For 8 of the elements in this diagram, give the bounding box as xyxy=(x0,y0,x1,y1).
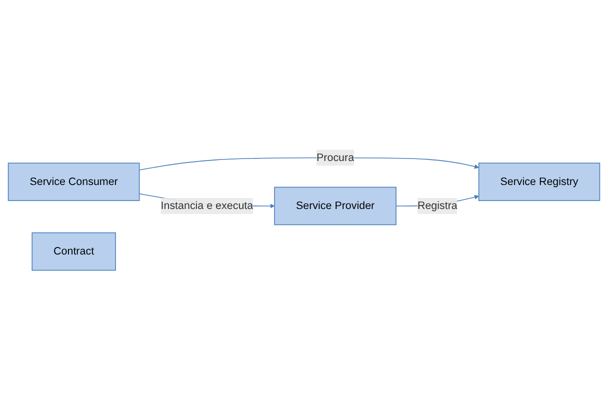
node-box: Service Consumer xyxy=(8,162,140,201)
node-box: Service Registry xyxy=(478,162,600,201)
node-box: Service Provider xyxy=(274,186,396,225)
edge-label: Registra xyxy=(417,200,458,212)
arrow xyxy=(138,156,480,170)
node-box: Contract xyxy=(32,232,116,270)
edge-label: Instancia e executa xyxy=(160,200,254,212)
edge-label: Procura xyxy=(316,151,354,164)
